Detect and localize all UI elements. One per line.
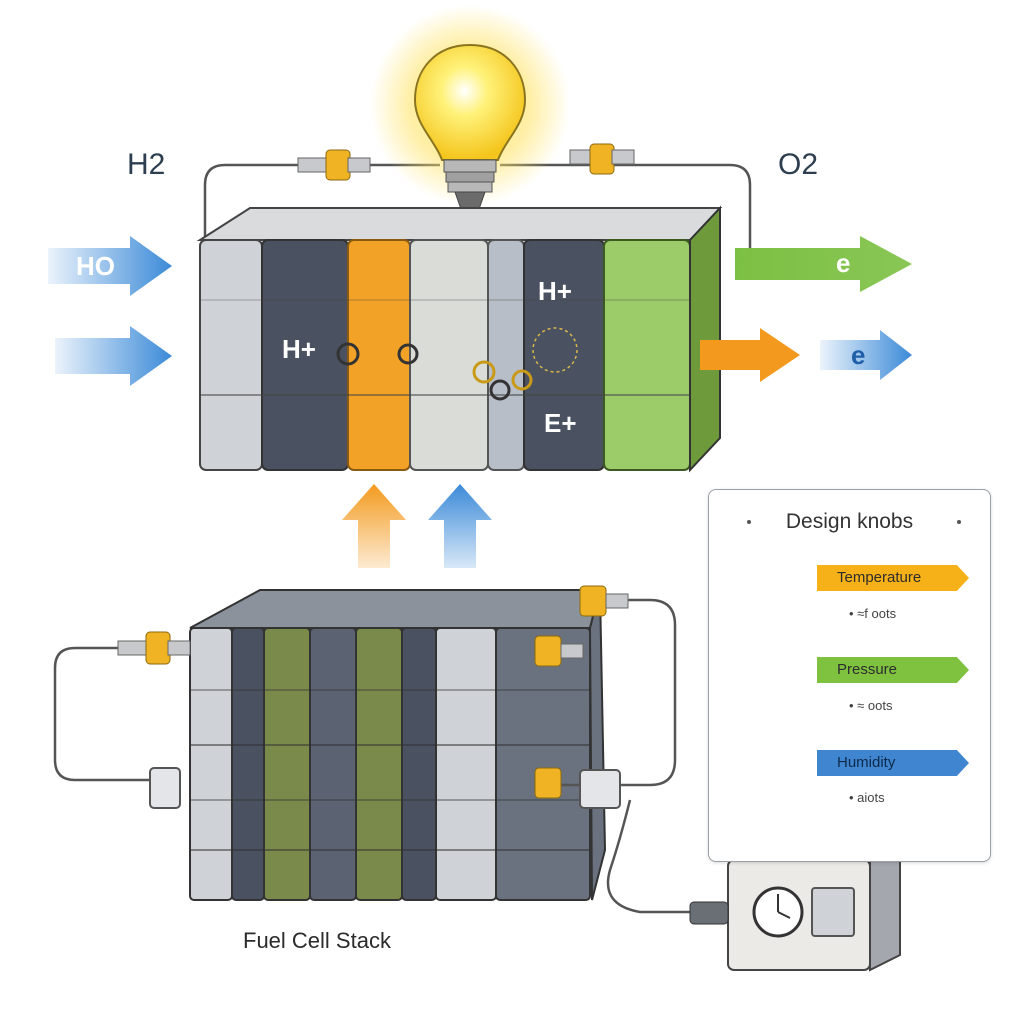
- h2-label: H2: [127, 148, 166, 181]
- knob-temperature-tag[interactable]: Temperature: [817, 565, 969, 591]
- knob-temperature-sub: • ≈f oots: [849, 606, 897, 621]
- cell-light-3: [487, 239, 525, 471]
- arrow-right-green: [735, 236, 912, 292]
- arrow-up-orange: [342, 484, 406, 568]
- bcell-7: [435, 627, 497, 901]
- connector-left-top: [297, 149, 371, 181]
- top-wire-left: [203, 163, 440, 245]
- bcell-1: [189, 627, 233, 901]
- o2-label: O2: [778, 148, 819, 181]
- bcell-6: [401, 627, 437, 901]
- cell-light-2: [409, 239, 489, 471]
- connector-bottom-right: [534, 585, 629, 799]
- knob-humidity-tag[interactable]: Humidity: [817, 750, 969, 776]
- arrow-right-blue: [820, 330, 912, 380]
- cell-label-h-left: H+: [282, 334, 316, 364]
- arrow-right-1-label: e: [836, 248, 851, 278]
- arrow-right-orange: [700, 328, 800, 382]
- bottom-cell-stack: [189, 589, 607, 901]
- cell-green: [603, 239, 691, 471]
- control-meter: [689, 843, 901, 972]
- valve-icon: [149, 767, 621, 809]
- knob-pressure-sub: • ≈ oots: [849, 698, 893, 713]
- light-bulb-icon: [370, 5, 570, 213]
- arrow-left-1-label: HO: [76, 251, 115, 281]
- knob-humidity-sub: • aiots: [849, 790, 885, 805]
- stack-caption: Fuel Cell Stack: [243, 928, 391, 953]
- bcell-2: [231, 627, 265, 901]
- bottom-wire-left: [53, 646, 150, 782]
- bcell-4: [309, 627, 357, 901]
- top-cell-stack: [196, 205, 723, 473]
- knob-pressure-tag[interactable]: Pressure: [817, 657, 969, 683]
- cell-label-e: E+: [544, 408, 577, 438]
- design-knobs-title: Design knobs: [785, 510, 914, 533]
- bcell-5: [355, 627, 403, 901]
- design-knobs-panel: Design knobs Temperature • ≈f oots Press…: [708, 489, 991, 862]
- arrow-right-2-label: e: [851, 340, 866, 370]
- connector-right-top: [569, 143, 635, 175]
- arrow-up-blue: [428, 484, 492, 568]
- bcell-8: [495, 627, 591, 901]
- cell-label-h-upper: H+: [538, 276, 572, 306]
- bottom-wire-meter: [606, 799, 690, 914]
- top-wire-right: [500, 163, 752, 264]
- connector-bottom-left: [117, 631, 191, 665]
- arrow-left-2: [55, 326, 172, 386]
- cell-light-1: [199, 239, 263, 471]
- bottom-wire-right: [560, 598, 677, 787]
- bcell-3: [263, 627, 311, 901]
- arrow-left-1: [48, 236, 172, 296]
